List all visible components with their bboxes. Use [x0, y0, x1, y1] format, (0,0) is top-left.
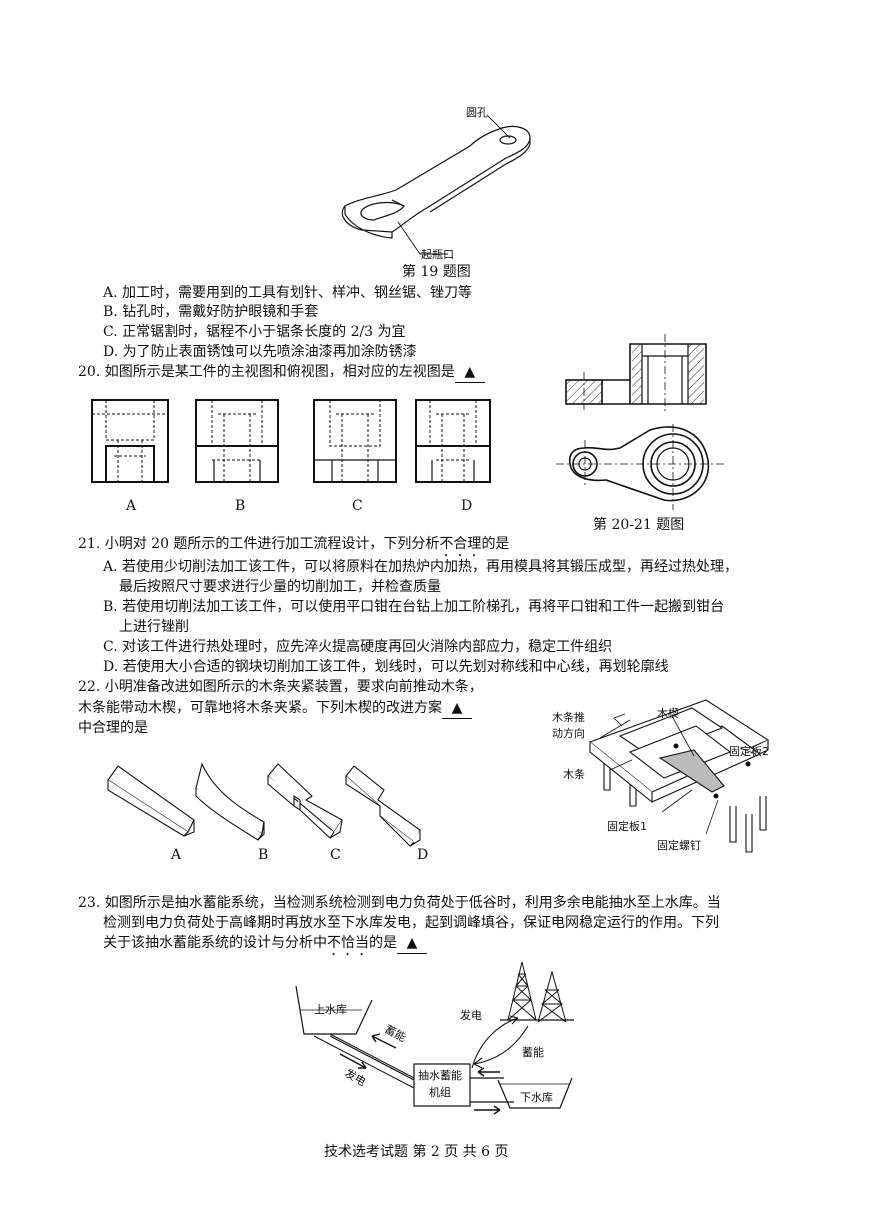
q23-line1: 23. 如图所示是抽水蓄能系统，当检测系统检测到电力负荷处于低谷时，利用多余电能…	[78, 895, 721, 911]
label-storage-2: 蓄能	[522, 1046, 544, 1059]
q20-label-d: D	[461, 498, 473, 514]
q22-wedge-options	[107, 762, 421, 847]
q21-stem: 21. 小明对 20 题所示的工件进行加工流程设计，下列分析不合理的是	[78, 536, 510, 552]
answer-blank: ▲	[397, 933, 427, 954]
label-round-hole: 圆孔	[466, 106, 488, 119]
q19-caption: 第 19 题图	[402, 264, 471, 280]
q20-label-a: A	[126, 498, 137, 514]
label-push-direction-2: 动方向	[552, 727, 585, 740]
q22-line2: 木条能带动木楔，可靠地将木条夹紧。下列木楔的改进方案▲	[78, 698, 472, 719]
label-fixing-screw: 固定螺钉	[657, 839, 701, 852]
label-wedge: 木楔	[657, 707, 679, 720]
q22-label-a: A	[171, 847, 182, 863]
label-generate-2: 发电	[460, 1009, 482, 1022]
q19-option-c: C. 正常锯割时，锯程不小于锯条长度的 2/3 为宜	[103, 324, 406, 340]
page-footer: 技术选考试题 第 2 页 共 6 页	[324, 1144, 509, 1160]
q19-option-d: D. 为了防止表面锈蚀可以先喷涂油漆再加涂防锈漆	[103, 344, 417, 360]
q21-option-d: D. 若使用大小合适的钢块切削加工该工件，划线时，可以先划对称线和中心线，再划轮…	[103, 659, 669, 675]
q21-option-b-line1: B. 若使用切削法加工该工件，可以使用平口钳在台钻上加工阶梯孔，再将平口钳和工件…	[103, 599, 725, 615]
label-fixed-plate-2: 固定板2	[729, 745, 769, 758]
q19-option-b: B. 钻孔时，需戴好防护眼镜和手套	[103, 304, 319, 320]
bottle-opener-figure	[341, 115, 531, 255]
label-unit-2: 机组	[429, 1086, 451, 1099]
clamp-device-figure	[588, 699, 770, 853]
label-fixed-plate-1: 固定板1	[607, 820, 647, 833]
q20-label-b: B	[235, 498, 246, 514]
q21-option-b-line2: 上进行锉削	[119, 619, 189, 635]
q22-line1: 22. 小明准备改进如图所示的木条夹紧装置，要求向前推动木条，	[78, 679, 483, 695]
q21-option-c: C. 对该工件进行热处理时，应先淬火提高硬度再回火消除内部应力，稳定工件组织	[103, 639, 613, 655]
q20-stem: 20. 如图所示是某工件的主视图和俯视图，相对应的左视图是▲	[78, 362, 485, 383]
label-opener-mouth: 起瓶口	[421, 248, 454, 261]
label-upper-reservoir: 上水库	[314, 1003, 347, 1016]
q23-line2: 检测到电力负荷处于高峰期时再放水至下水库发电，起到调峰填谷，保证电网稳定运行的作…	[103, 915, 719, 931]
q19-option-a: A. 加工时，需要用到的工具有划针、样冲、钢丝锯、锉刀等	[103, 285, 473, 301]
q20-label-c: C	[352, 498, 363, 514]
q20-workpiece-views	[556, 334, 726, 510]
q23-line3: 关于该抽水蓄能系统的设计与分析中不恰当的是▲	[103, 933, 427, 959]
q20-option-views	[91, 399, 491, 483]
q22-label-b: B	[258, 847, 269, 863]
label-lower-reservoir: 下水库	[520, 1091, 553, 1104]
answer-blank: ▲	[454, 362, 485, 383]
q22-label-c: C	[330, 847, 341, 863]
answer-blank: ▲	[442, 698, 472, 719]
q21-option-a-line1: A. 若使用少切削法加工该工件，可以将原料在加热炉内加热，再用模具将其锻压成型，…	[103, 559, 739, 575]
pumped-storage-figure	[295, 961, 574, 1115]
label-wood-strip: 木条	[563, 768, 585, 781]
q21-option-a-line2: 最后按照尺寸要求进行少量的切削加工，并检查质量	[119, 579, 441, 595]
q22-label-d: D	[417, 847, 429, 863]
q22-line3: 中合理的是	[78, 720, 148, 736]
q20-caption: 第 20-21 题图	[593, 517, 685, 533]
label-push-direction-1: 木条推	[552, 711, 585, 724]
label-unit-1: 抽水蓄能	[418, 1069, 462, 1082]
